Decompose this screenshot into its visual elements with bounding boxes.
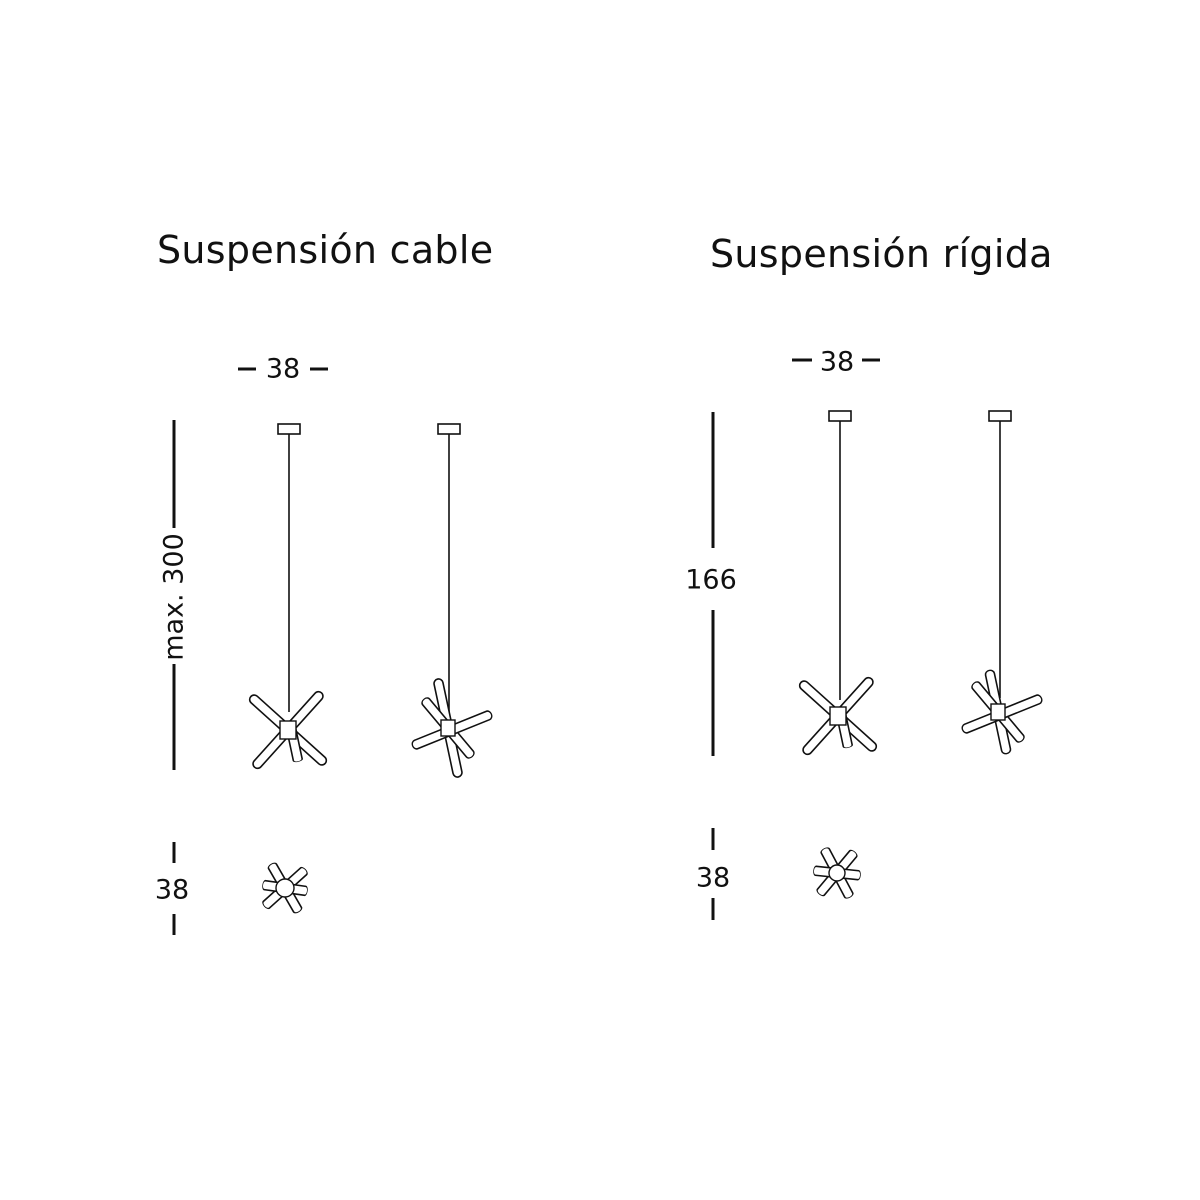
- ceiling-canopy: [828, 410, 852, 422]
- rigid-height-label: 166: [682, 566, 740, 594]
- rigid-depth-label: 38: [692, 864, 734, 892]
- ceiling-canopy: [437, 423, 461, 435]
- cable-width-label: 38: [262, 355, 304, 383]
- cable-height-label: max. 300: [159, 530, 190, 664]
- cable-lamp-top: [260, 861, 310, 915]
- cable-depth-label: 38: [151, 876, 193, 904]
- ceiling-canopy: [277, 423, 301, 435]
- cable-title: Suspensión cable: [157, 228, 494, 272]
- cable-lamp-side: [410, 423, 494, 779]
- ceiling-canopy: [988, 410, 1012, 422]
- rigid-lamp-side: [960, 410, 1044, 756]
- rigid-lamp-front: [797, 410, 879, 757]
- rigid-title: Suspensión rígida: [710, 232, 1053, 276]
- cable-lamp-front: [247, 423, 329, 771]
- rigid-width-label: 38: [816, 348, 858, 376]
- rigid-lamp-top: [812, 845, 862, 901]
